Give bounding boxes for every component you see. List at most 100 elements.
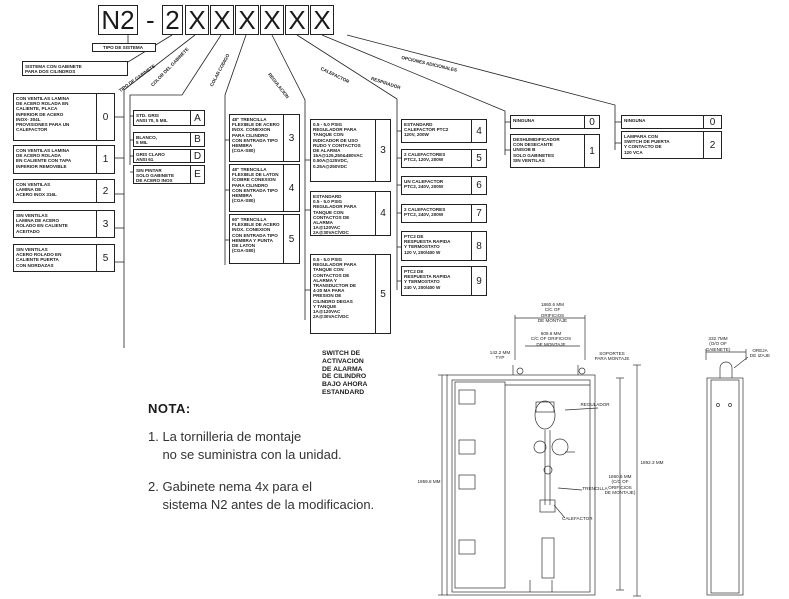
color-digit: E [190,166,204,183]
switch-note: SWITCH DE ACTIVACION DE ALARMA DE CILIND… [322,350,368,396]
pigtail-text: 48" TRENCILLA FLEXIBLE DE LATON /COBRE C… [232,167,279,204]
dim-332: 332.7MM (O/O OF GABINETE) [705,336,731,352]
cabinet-type-text: SIN VENTILAS ACERO ROLADO EN CALIENTE PU… [16,247,62,268]
calefactor-callout: CALEFACTOR [562,516,593,521]
pigtail-digit: 5 [283,215,299,263]
cabinet-type-digit: 0 [96,94,114,140]
heater-option: 2 CALEFACTORES PTC2, 240V, 200W 7 [401,204,487,223]
cabinet-side-drawing [705,349,749,596]
color-digit: D [190,150,204,162]
nota-title: NOTA: [148,401,191,416]
cabinet-type-option: CON VENTILAS LAMINA DE ACERO ROLADA EN C… [13,145,115,174]
code-digit-box: 2 [162,5,183,35]
code-slot-2: X [210,5,234,35]
cabinet-type-option: CON VENTILAS LAMINA DE ACERO ROLADA EN C… [13,93,115,141]
dim-1892: 1892.3 MM [640,460,664,465]
heater-digit: 9 [471,267,486,295]
cabinet-type-text: CON VENTILAS LAMINA DE ACERO ROLADA EN C… [16,148,72,169]
heater-text: 2 CALEFACTORES PTC2, 120V, 200W [404,152,446,163]
regulador-callout: REGULADOR [580,402,610,407]
orejas-label: OREJA DE IZAJE [749,348,771,359]
color-text: STD. GRIS ANSI 70, 5 MIL [136,113,168,124]
code-prefix-box: N2 [98,5,138,35]
dim-609: 609.6 MM C/C OF ORIFICIOS DE MONTAJE [530,331,572,347]
color-digit: B [190,133,204,146]
code-slot-4: X [260,5,284,35]
cabinet-type-text: CON VENTILAS LAMINA DE ACERO INOX 316L [16,182,57,198]
opcion-digit: 2 [703,132,721,158]
tipo-sistema-label: TIPO DE SISTEMA [103,45,144,50]
color-text: GRIS CLARO ANSI 61 [136,152,165,163]
heater-option: PTC2 DE RESPUESTA RAPIDA Y TERMOSTATO 24… [401,266,487,296]
regulation-text: ESTANDARD 0.5 - 5.0 PSIG REGULADOR PARA … [313,194,357,236]
dim-142: 142.2 MM TYP [489,350,511,361]
code-dash: - [146,5,155,35]
pigtail-option: 48" TRENCILLA FLEXIBLE DE ACERO INOX. CO… [229,114,300,162]
pigtail-option: 60" TRENCILLA FLEXIBLE DE ACERO INOX. CO… [229,214,300,264]
cabinet-type-option: SIN VENTILAS ACERO ROLADO EN CALIENTE PU… [13,244,115,272]
heater-digit: 8 [471,232,486,260]
heater-option: 2 CALEFACTORES PTC2, 120V, 200W 5 [401,149,487,168]
opcion-option: LAMPARA CON SWITCH DE PUERTA Y CONTACTO … [621,131,722,159]
dim-1860-side: 1860.6 MM (C/C OF ORIFICIOS DE MONTAJE) [604,474,636,496]
regulation-digit: 5 [375,255,390,333]
regulation-text: 0.5 - 5.0 PSIG REGULADOR PARA TANQUE CON… [313,257,357,320]
code-slot-5: X [285,5,309,35]
color-option: BLANCO, 5 MIL B [133,132,205,147]
regulation-digit: 3 [375,120,390,181]
heater-digit: 4 [471,120,486,142]
heater-option: UN CALEFACTOR PTC2, 240V, 200W 6 [401,176,487,195]
regulation-text: 0.5 - 5.0 PSIG REGULADOR PARA TANQUE CON… [313,122,363,169]
opcion-digit: 0 [703,116,721,128]
heater-digit: 5 [471,150,486,167]
color-text: BLANCO, 5 MIL [136,135,157,146]
nota-line: no se suministra con la unidad. [148,447,342,462]
regulation-option: ESTANDARD 0.5 - 5.0 PSIG REGULADOR PARA … [310,191,391,236]
color-option: SIN PINTAR SOLO GABINETE DE ACERO INOX E [133,165,205,184]
heater-digit: 6 [471,177,486,194]
heater-text: ESTANDARD CALEFACTOR PTC2 120V, 200W [404,122,449,138]
cabinet-type-digit: 3 [96,211,114,237]
pigtail-option: 48" TRENCILLA FLEXIBLE DE LATON /COBRE C… [229,164,300,212]
nota-line: 1. La tornilleria de montaje [148,429,302,444]
cabinet-type-text: CON VENTILAS LAMINA DE ACERO ROLADA EN C… [16,96,70,133]
cabinet-type-option: SIN VENTILAS LAMINA DE ACERO ROLADO EN C… [13,210,115,238]
respirador-option: DESHUMIDIFICADOR CON DESECANTE UNISOB B … [510,134,600,168]
heater-text: PTC2 DE RESPUESTA RAPIDA Y TERMOSTATO 12… [404,234,451,255]
respirador-digit: 0 [584,116,599,128]
heater-option: PTC2 DE RESPUESTA RAPIDA Y TERMOSTATO 12… [401,231,487,261]
respirador-text: NINGUNA [513,118,535,123]
heater-text: 2 CALEFACTORES PTC2, 240V, 200W [404,207,446,218]
pigtail-text: 48" TRENCILLA FLEXIBLE DE ACERO INOX. CO… [232,117,280,154]
respirador-option: NINGUNA 0 [510,115,600,129]
opcion-text: NINGUNA [624,118,646,123]
code-slot-1: X [185,5,209,35]
sistema-gabinete-label: SISTEMA CON GABINETE PARA DOS CILINDROS [25,64,82,75]
pigtail-text: 60" TRENCILLA FLEXIBLE DE ACERO INOX. CO… [232,217,280,254]
regulation-digit: 4 [375,192,390,235]
respirador-digit: 1 [584,135,599,167]
regulation-option: 0.5 - 5.0 PSIG REGULADOR PARA TANQUE CON… [310,119,391,182]
color-digit: A [190,111,204,125]
nota-line: sistema N2 antes de la modificacion. [148,497,375,512]
cabinet-type-digit: 5 [96,245,114,271]
pigtail-digit: 4 [283,165,299,211]
cabinet-type-digit: 2 [96,180,114,202]
trencilla-callout: TRENCILLA [582,486,608,491]
cabinet-type-digit: 1 [96,146,114,173]
dim-1860-top: 1860.6 MM C/C OF ORIFICIOS DE MONTAJE [537,302,568,324]
cabinet-front-drawing [438,315,641,597]
code-slot-6: X [310,5,334,35]
regulation-option: 0.5 - 5.0 PSIG REGULADOR PARA TANQUE CON… [310,254,391,334]
opcion-option: NINGUNA 0 [621,115,722,129]
tipo-sistema-box: TIPO DE SISTEMA [92,43,156,52]
heater-option: ESTANDARD CALEFACTOR PTC2 120V, 200W 4 [401,119,487,143]
opcion-text: LAMPARA CON SWITCH DE PUERTA Y CONTACTO … [624,134,670,155]
pigtail-digit: 3 [283,115,299,161]
color-text: SIN PINTAR SOLO GABINETE DE ACERO INOX [136,168,175,184]
nota-line: 2. Gabinete nema 4x para el [148,479,313,494]
code-slot-3: X [235,5,259,35]
heater-digit: 7 [471,205,486,222]
